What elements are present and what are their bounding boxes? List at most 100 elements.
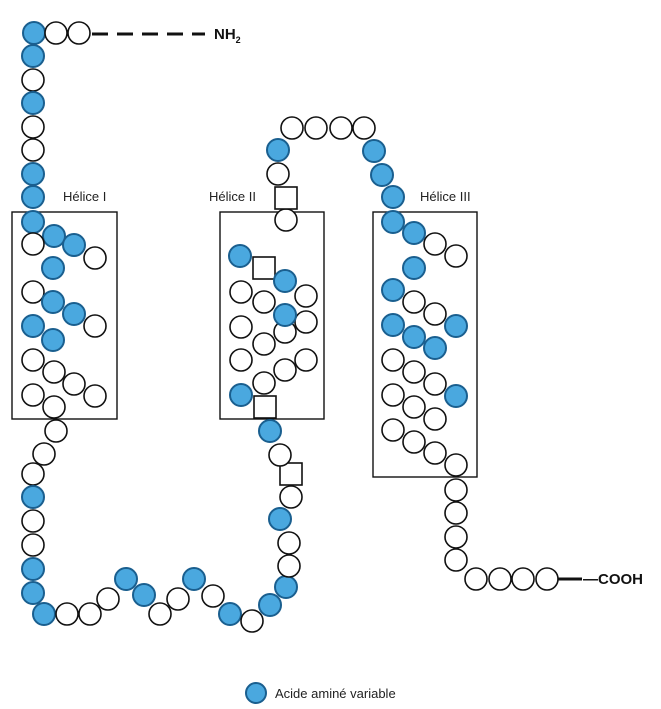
residue-constant — [381, 348, 405, 372]
residue-variable — [41, 256, 65, 280]
residue-constant — [273, 358, 297, 382]
residue-variable — [41, 328, 65, 352]
residue-constant — [21, 138, 45, 162]
residue-constant — [294, 348, 318, 372]
legend-variable-swatch — [245, 682, 267, 704]
residue-constant — [277, 531, 301, 555]
residue-variable — [21, 162, 45, 186]
residue-constant — [83, 314, 107, 338]
residue-variable — [258, 593, 282, 617]
residue-square — [274, 186, 298, 210]
residue-constant — [304, 116, 328, 140]
residue-variable — [21, 185, 45, 209]
residue-constant — [266, 162, 290, 186]
residue-variable — [21, 485, 45, 509]
residue-variable — [273, 269, 297, 293]
helix-3-box — [372, 211, 478, 478]
residue-variable — [114, 567, 138, 591]
residue-constant — [423, 302, 447, 326]
residue-constant — [42, 395, 66, 419]
residue-constant — [444, 501, 468, 525]
residue-constant — [352, 116, 376, 140]
residue-constant — [21, 509, 45, 533]
residue-constant — [229, 348, 253, 372]
residue-variable — [21, 581, 45, 605]
residue-constant — [229, 280, 253, 304]
residue-constant — [464, 567, 488, 591]
residue-variable — [362, 139, 386, 163]
residue-variable — [273, 303, 297, 327]
residue-constant — [444, 478, 468, 502]
residue-constant — [21, 232, 45, 256]
residue-constant — [402, 430, 426, 454]
residue-constant — [274, 208, 298, 232]
residue-constant — [229, 315, 253, 339]
residue-variable — [62, 233, 86, 257]
legend-label: Acide aminé variable — [275, 686, 396, 701]
residue-constant — [402, 360, 426, 384]
residue-constant — [268, 443, 292, 467]
residue-constant — [252, 332, 276, 356]
residue-constant — [423, 441, 447, 465]
residue-constant — [279, 485, 303, 509]
residue-constant — [402, 290, 426, 314]
residue-variable — [444, 384, 468, 408]
residue-constant — [488, 567, 512, 591]
helix-1-box — [11, 211, 118, 420]
residue-variable — [21, 557, 45, 581]
residue-constant — [21, 115, 45, 139]
residue-constant — [96, 587, 120, 611]
residue-variable — [218, 602, 242, 626]
residue-variable — [423, 336, 447, 360]
residue-variable — [228, 244, 252, 268]
residue-constant — [240, 609, 264, 633]
residue-constant — [166, 587, 190, 611]
residue-square — [279, 462, 303, 486]
residue-variable — [381, 278, 405, 302]
residue-constant — [423, 232, 447, 256]
residue-constant — [21, 533, 45, 557]
residue-constant — [83, 384, 107, 408]
residue-constant — [444, 453, 468, 477]
helix-2-box — [219, 211, 325, 420]
residue-chain — [21, 21, 559, 633]
residue-constant — [511, 567, 535, 591]
residue-constant — [423, 372, 447, 396]
residue-variable — [42, 224, 66, 248]
residue-variable — [21, 210, 45, 234]
residue-constant — [280, 116, 304, 140]
residue-constant — [201, 584, 225, 608]
residue-variable — [274, 575, 298, 599]
residue-constant — [44, 21, 68, 45]
residue-constant — [423, 407, 447, 431]
residue-variable — [268, 507, 292, 531]
residue-variable — [381, 313, 405, 337]
residue-variable — [381, 185, 405, 209]
residue-variable — [21, 44, 45, 68]
residue-constant — [67, 21, 91, 45]
residue-constant — [62, 372, 86, 396]
helix-1-label: Hélice I — [63, 189, 106, 204]
residue-variable — [21, 314, 45, 338]
residue-constant — [55, 602, 79, 626]
residue-constant — [32, 442, 56, 466]
residue-variable — [402, 221, 426, 245]
residue-variable — [32, 602, 56, 626]
residue-variable — [21, 91, 45, 115]
residue-variable — [258, 419, 282, 443]
residue-constant — [329, 116, 353, 140]
residue-variable — [182, 567, 206, 591]
residue-constant — [83, 246, 107, 270]
residue-constant — [444, 525, 468, 549]
residue-constant — [21, 462, 45, 486]
residue-constant — [444, 244, 468, 268]
residue-constant — [444, 548, 468, 572]
residue-constant — [535, 567, 559, 591]
residue-constant — [42, 360, 66, 384]
residue-constant — [381, 418, 405, 442]
residue-constant — [21, 280, 45, 304]
residue-constant — [294, 284, 318, 308]
residue-variable — [229, 383, 253, 407]
residue-variable — [444, 314, 468, 338]
residue-variable — [62, 302, 86, 326]
